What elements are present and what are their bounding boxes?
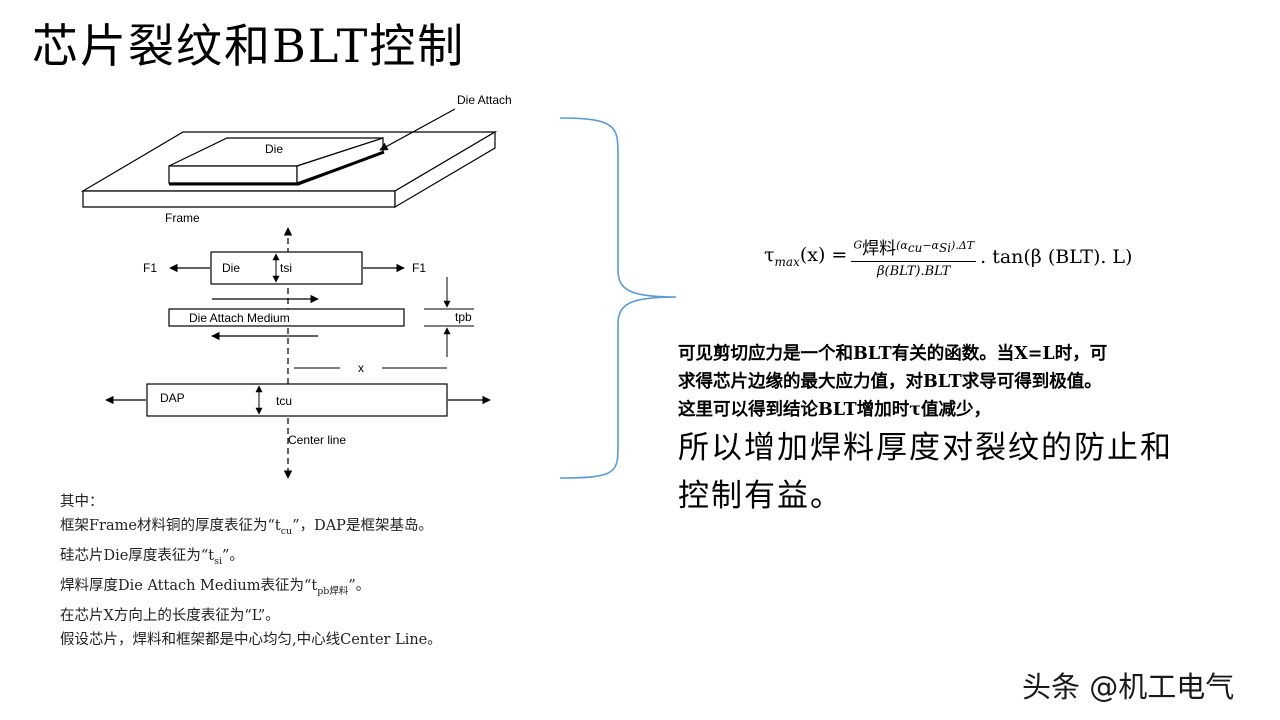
explanation-text: 可见剪切应力是一个和BLT有关的函数。当X=L时，可 求得芯片边缘的最大应力值，… (678, 340, 1258, 424)
f1-right-label: F1 (412, 261, 426, 275)
die-3d (168, 137, 385, 186)
formula-tail: . tan(β (BLT). L) (980, 245, 1133, 268)
tsi-label: tsi (280, 261, 292, 275)
formula-lhs: τmax(x) = (764, 244, 848, 269)
shear-stress-formula: τmax(x) = G焊料(αcu−αSi).ΔT β(BLT).BLT . t… (764, 234, 1132, 279)
x-label: x (358, 361, 364, 375)
conclusion-text: 所以增加焊料厚度对裂纹的防止和 控制有益。 (678, 424, 1258, 520)
note-line-2: 框架Frame材料铜的厚度表征为“tcu”，DAP是框架基岛。 (60, 518, 433, 537)
dap-label: DAP (160, 391, 185, 405)
conclusion-line-2: 控制有益。 (678, 478, 843, 514)
note-line-1: 其中： (60, 494, 104, 510)
note-line-4: 焊料厚度Die Attach Medium表征为“tpb焊料”。 (60, 577, 371, 597)
die-attach-medium (168, 308, 405, 327)
die-attach-label: Die Attach (457, 93, 512, 107)
conclusion-line-1: 所以增加焊料厚度对裂纹的防止和 (678, 430, 1173, 466)
die-section (210, 251, 363, 285)
die-top-label: Die (265, 142, 283, 156)
frame-label: Frame (165, 211, 200, 225)
formula-denominator: β(BLT).BLT (877, 264, 951, 279)
die-attach-pointer (379, 108, 456, 151)
tcu-label: tcu (276, 394, 292, 408)
die-section-label: Die (222, 261, 240, 275)
tpb-label: tpb (455, 310, 472, 324)
note-line-5: 在芯片X方向上的长度表征为“L”。 (60, 607, 280, 624)
explanation-line-2: 求得芯片边缘的最大应力值，对BLT求导可得到极值。 (678, 372, 1102, 392)
watermark: 头条 @机工电气 (1022, 670, 1235, 704)
note-line-3: 硅芯片Die厚度表征为“tsi”。 (60, 547, 244, 567)
slide-title: 芯片裂纹和BLT控制 (32, 19, 466, 73)
formula-fraction: G焊料(αcu−αSi).ΔT β(BLT).BLT (851, 234, 977, 279)
dap (146, 383, 448, 417)
center-line-label: Center line (288, 433, 346, 447)
notes-block: 其中： 框架Frame材料铜的厚度表征为“tcu”，DAP是框架基岛。 硅芯片D… (60, 490, 442, 652)
f1-left-label: F1 (143, 261, 157, 275)
formula-numerator: G焊料(αcu−αSi).ΔT (851, 234, 977, 262)
explanation-line-3: 这里可以得到结论BLT增加时τ值减少， (678, 400, 991, 420)
die-attach-diagram: Die Frame Die Attach Center line Die tsi… (80, 93, 512, 479)
note-line-6: 假设芯片，焊料和框架都是中心均匀,中心线Center Line。 (60, 631, 442, 648)
explanation-line-1: 可见剪切应力是一个和BLT有关的函数。当X=L时，可 (678, 344, 1108, 364)
die-attach-medium-label: Die Attach Medium (189, 311, 290, 325)
